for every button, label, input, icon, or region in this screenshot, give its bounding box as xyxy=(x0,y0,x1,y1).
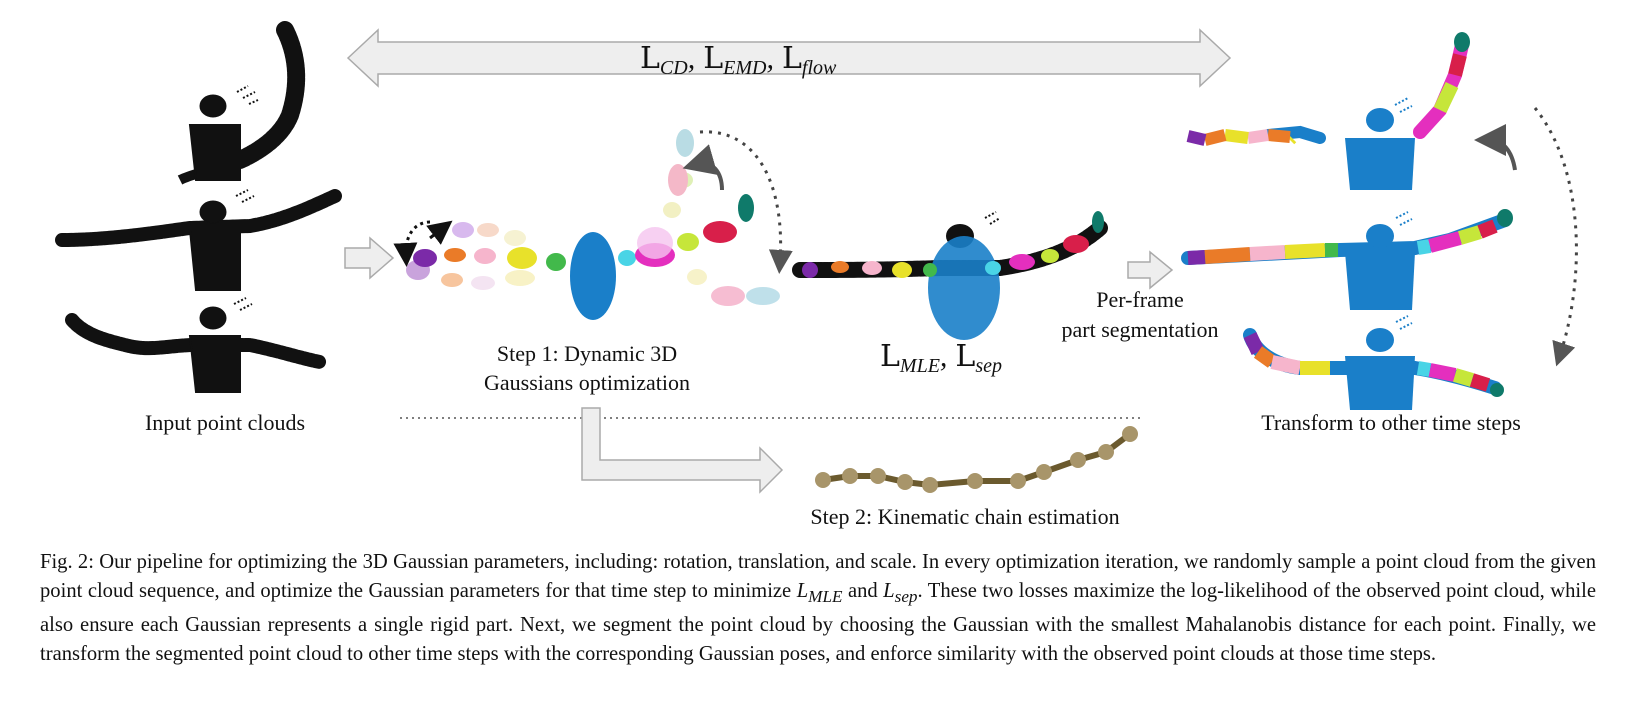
caption-part2: and xyxy=(842,579,884,602)
step2-label: Step 2: Kinematic chain estimation xyxy=(810,504,1119,529)
caption-loss-mle: LMLE xyxy=(796,579,843,606)
caption-loss-sep: Lsep xyxy=(883,579,917,606)
step1-label-line1: Step 1: Dynamic 3D xyxy=(497,341,677,366)
figure-caption: Fig. 2: Our pipeline for optimizing the … xyxy=(40,548,1596,668)
pipeline-figure: LCD,LEMD,Lflow Input point clouds xyxy=(55,21,1578,529)
mid-loss-formula: LMLE,Lsep xyxy=(880,339,1002,377)
input-point-cloud-2 xyxy=(55,189,342,291)
caption-m1-sub: MLE xyxy=(808,586,843,606)
caption-part1: Fig. 2: Our pipeline for optimizing the … xyxy=(40,551,1596,602)
top-loss-formula: LCD,LEMD,Lflow xyxy=(640,41,837,79)
caption-m2: L xyxy=(883,579,895,602)
transformed-figure-3 xyxy=(1243,315,1504,410)
step1-label-line2: Gaussians optimization xyxy=(484,370,690,395)
input-point-cloud-3 xyxy=(65,297,327,393)
rotation-hint-left-2 xyxy=(426,220,453,245)
transform-dotted-arrow xyxy=(1533,107,1578,367)
perframe-label-line1: Per-frame xyxy=(1096,287,1184,312)
kinematic-chain xyxy=(815,426,1138,493)
rotation-hint-curve xyxy=(682,144,724,191)
gaussian-ellipses xyxy=(406,129,780,320)
rotation-hint-dotted xyxy=(699,130,793,274)
loss-double-arrow xyxy=(346,28,1232,88)
caption-m1: L xyxy=(796,579,809,602)
transform-curve-arrow xyxy=(1474,124,1517,171)
segmented-figure xyxy=(792,211,1108,340)
transformed-figure-2 xyxy=(1181,209,1513,310)
caption-part3: . These two losses maximize the log-like… xyxy=(40,579,1597,665)
transformed-figure-1 xyxy=(1186,32,1470,190)
input-point-cloud-1 xyxy=(177,21,306,185)
segmentation-arrow xyxy=(1127,250,1174,290)
transform-label: Transform to other time steps xyxy=(1261,410,1521,435)
perframe-label-line2: part segmentation xyxy=(1061,317,1218,342)
step2-arrow xyxy=(581,407,784,494)
input-arrow xyxy=(344,236,395,280)
caption-m2-sub: sep xyxy=(894,586,918,606)
input-label: Input point clouds xyxy=(145,410,305,435)
